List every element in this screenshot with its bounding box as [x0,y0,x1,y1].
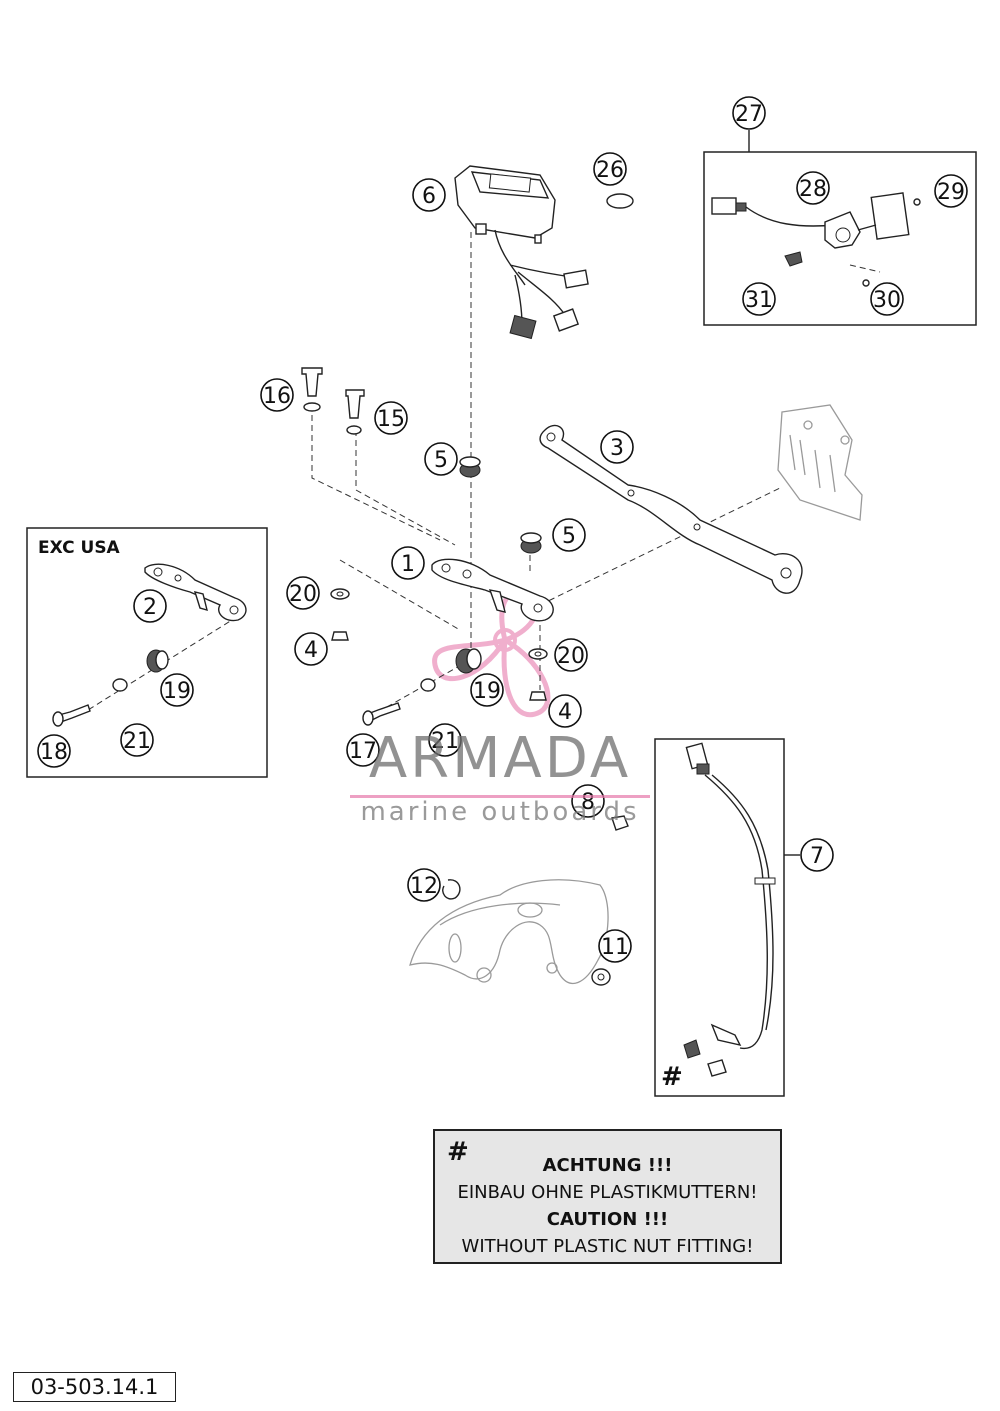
callout-1: 1 [391,546,425,580]
part-20-washer-right [528,648,548,660]
exc-usa-label: EXC USA [38,538,120,558]
watermark-subtitle: marine outboards [360,797,640,827]
part-3-bracket [539,424,803,594]
svg-text:15: 15 [377,407,405,432]
svg-text:6: 6 [422,184,436,209]
callout-4-right: 4 [548,694,582,728]
part-17-screw [362,702,401,726]
callout-12: 12 [407,868,441,902]
svg-text:19: 19 [473,679,501,704]
part-7-sensor-box [654,738,785,1097]
part-27-assembly-box [703,151,977,326]
part-11-bushing [591,968,611,986]
part-20-washer-left [330,588,350,600]
part-4-nut-left [331,631,349,641]
note-hash-symbol: # [447,1137,469,1167]
part-26-cap [606,193,634,209]
svg-text:17: 17 [349,739,377,764]
callout-31: 31 [742,282,776,316]
svg-text:27: 27 [735,102,763,127]
mounting-plate-ghost [777,404,863,521]
callout-30: 30 [870,282,904,316]
callout-29: 29 [934,174,968,208]
svg-text:20: 20 [289,582,317,607]
part-4-nut-right [529,691,547,701]
part-28-sensor-assembly [711,192,921,287]
callout-16: 16 [260,378,294,412]
callout-21-inset: 21 [120,723,154,757]
note-line-caution: CAUTION !!! [546,1209,669,1230]
svg-text:7: 7 [810,844,824,869]
callout-6: 6 [412,178,446,212]
part-19-rubber-main [455,648,482,674]
callout-5-lower: 5 [552,518,586,552]
note-line-without: WITHOUT PLASTIC NUT FITTING! [461,1236,754,1257]
svg-text:28: 28 [799,177,827,202]
svg-text:20: 20 [557,644,585,669]
callout-27: 27 [732,96,766,130]
svg-text:18: 18 [40,740,68,765]
svg-text:5: 5 [434,448,448,473]
svg-text:2: 2 [143,595,157,620]
part-12-circlip [442,879,461,900]
part-21-sleeve-main [420,678,436,692]
callout-20-right: 20 [554,638,588,672]
callout-26: 26 [593,152,627,186]
svg-text:1: 1 [401,552,415,577]
callout-7: 7 [800,838,834,872]
svg-text:11: 11 [601,935,629,960]
svg-text:21: 21 [431,729,459,754]
svg-text:4: 4 [558,700,572,725]
part-8-clip [611,815,629,831]
svg-text:12: 12 [410,874,438,899]
callout-19-inset: 19 [160,673,194,707]
svg-text:3: 3 [610,436,624,461]
note-line-einbau: EINBAU OHNE PLASTIKMUTTERN! [457,1182,758,1203]
caution-note-box: # ACHTUNG !!! EINBAU OHNE PLASTIKMUTTERN… [433,1129,782,1264]
part-21-sleeve-inset [112,678,128,692]
svg-text:4: 4 [304,638,318,663]
svg-text:31: 31 [745,288,773,313]
callout-18: 18 [37,734,71,768]
callout-17: 17 [346,733,380,767]
callout-28: 28 [796,171,830,205]
part-18-screw [52,704,91,727]
callout-15: 15 [374,401,408,435]
svg-text:30: 30 [873,288,901,313]
svg-text:29: 29 [937,180,965,205]
svg-text:21: 21 [123,729,151,754]
svg-text:26: 26 [596,158,624,183]
part-1-bracket [431,558,554,622]
callout-19-main: 19 [470,673,504,707]
callout-2: 2 [133,589,167,623]
part-5-grommet-upper [459,456,481,478]
exc-usa-inset-box [26,527,268,778]
watermark-underline [350,795,650,798]
callout-21-main: 21 [428,723,462,757]
callout-4-left: 4 [294,632,328,666]
watermark-title: ARMADA [368,726,632,791]
callout-5-upper: 5 [424,442,458,476]
part-7-speed-sensor-cable [683,742,776,1077]
part-6-computer-unit [454,165,589,340]
drawing-code: 03-503.14.1 [13,1372,176,1402]
callout-3: 3 [600,430,634,464]
svg-text:19: 19 [163,679,191,704]
part-2-bracket [144,563,247,622]
part-15-bolt [345,389,365,435]
note-line-achtung: ACHTUNG !!! [542,1155,673,1176]
frame-ghost-outline [409,879,609,985]
callout-20-left: 20 [286,576,320,610]
part-19-rubber-inset [146,649,169,673]
hash-marker: # [661,1062,683,1092]
part-5-grommet-lower [520,532,542,554]
callout-11: 11 [598,929,632,963]
svg-text:16: 16 [263,384,291,409]
part-16-bolt [301,367,323,412]
svg-text:5: 5 [562,524,576,549]
